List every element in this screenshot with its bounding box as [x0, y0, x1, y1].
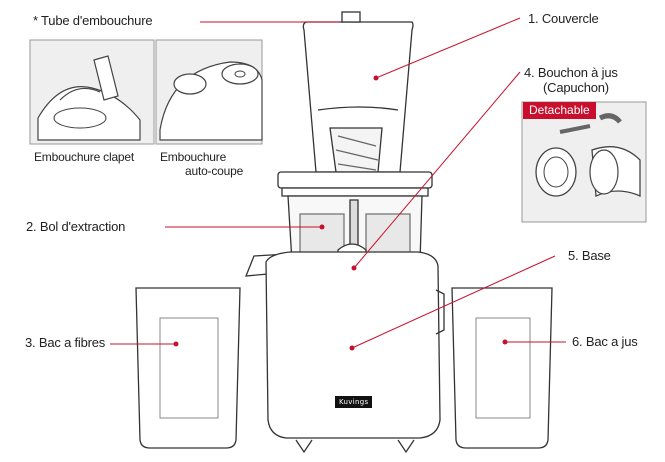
label-tube-embouchure: * Tube d'embouchure	[33, 13, 153, 28]
leader-lines	[110, 17, 566, 349]
inset-embouchure-auto-coupe	[155, 39, 263, 145]
inset-bouchon-detachable	[521, 101, 647, 223]
label-embouchure-clapet: Embouchure clapet	[34, 150, 134, 164]
juicer-body	[245, 11, 445, 454]
leader-base	[351, 255, 556, 349]
label-bouchon-line1: 4. Bouchon à jus	[524, 65, 618, 80]
label-bol-extraction: 2. Bol d'extraction	[26, 219, 126, 234]
brand-logo: Kuvings	[335, 396, 373, 408]
dot-bol	[319, 224, 325, 230]
label-embouchure: Embouchure	[160, 150, 227, 164]
label-bac-jus: 6. Bac a jus	[572, 334, 638, 349]
label-bouchon-line2: (Capuchon)	[543, 80, 609, 95]
bac-fibres	[135, 287, 241, 449]
dot-bac-jus	[502, 339, 508, 345]
dot-bac-fibres	[173, 341, 179, 347]
leader-bouchon	[353, 71, 521, 269]
leader-couvercle	[375, 17, 521, 79]
label-auto-coupe: auto-coupe	[185, 164, 244, 178]
inset-embouchure-clapet	[29, 39, 155, 145]
label-base: 5. Base	[568, 248, 611, 263]
marker-dots	[173, 75, 508, 351]
bac-jus	[451, 287, 553, 449]
dot-base	[349, 345, 355, 351]
label-couvercle: 1. Couvercle	[528, 11, 599, 26]
dot-bouchon	[351, 265, 357, 271]
label-bac-fibres: 3. Bac a fibres	[25, 335, 106, 350]
detachable-badge: Detachable	[523, 102, 596, 119]
dot-couvercle	[373, 75, 379, 81]
